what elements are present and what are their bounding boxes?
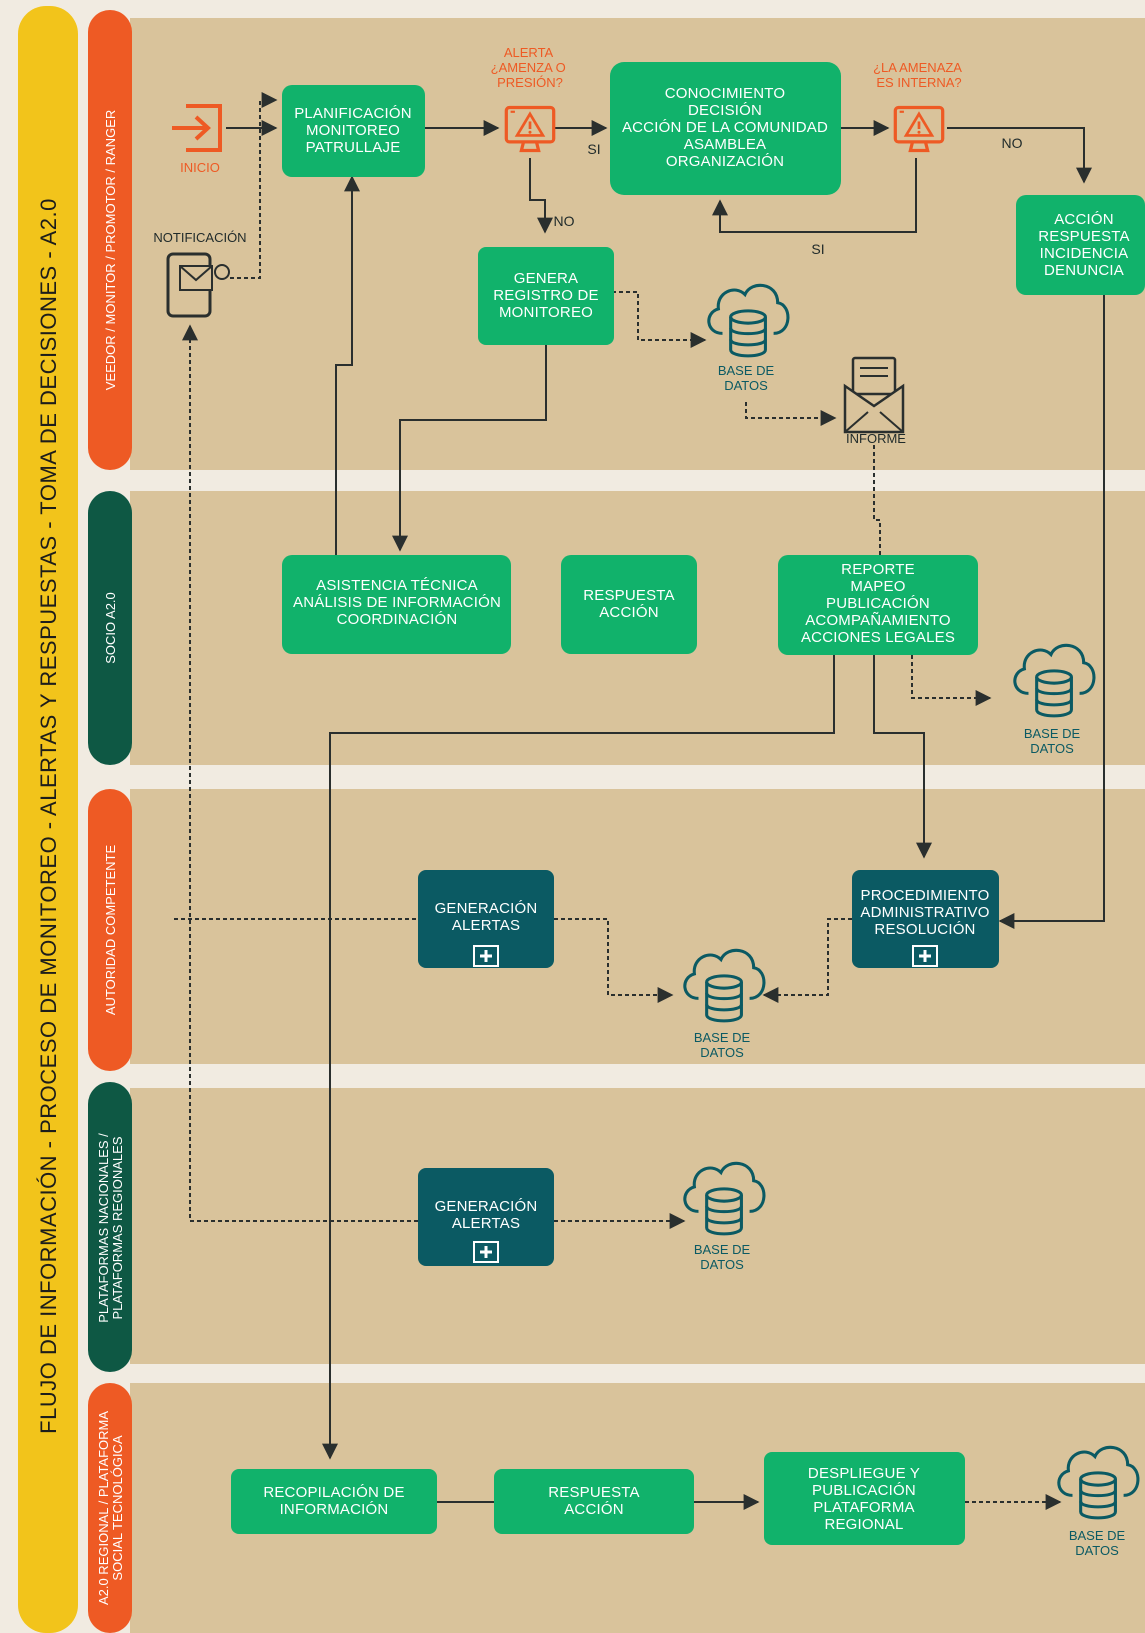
edge-informe-reporte — [873, 445, 881, 555]
edge-plataformas-notificacion — [182, 324, 418, 1222]
lane-pill-plataformas — [88, 1082, 132, 1372]
lane-bg-plataformas — [130, 1088, 1145, 1364]
edge-db-informe — [745, 402, 837, 426]
edge-alerta-genera — [529, 158, 553, 234]
label-si-1: SI — [587, 141, 600, 157]
lane-label-veedor: VEEDOR / MONITOR / PROMOTOR / RANGER — [103, 110, 118, 391]
lane-pill-regional — [88, 1383, 132, 1633]
label-no-1: NO — [554, 213, 575, 229]
login-arrow-icon — [172, 104, 222, 152]
lane-pill-autoridad — [88, 789, 132, 1071]
label-si-2: SI — [811, 241, 824, 257]
edge-amenaza-no — [947, 127, 1092, 184]
edge-generacion-db — [554, 918, 674, 1003]
lane-label-autoridad: AUTORIDAD COMPETENTE — [103, 845, 118, 1016]
lane-pill-veedor — [88, 10, 132, 470]
edge-accion-procedimiento — [998, 295, 1105, 929]
decision-1-label: ALERTA ¿AMENZA O PRESIÓN? — [491, 45, 570, 90]
edge-notificacion-planificacion — [230, 92, 278, 279]
edge-genera-asistencia — [392, 345, 547, 552]
informe-label: INFORME — [846, 431, 906, 446]
title-band — [18, 6, 78, 1633]
phone-notification-icon — [166, 252, 230, 318]
inicio-label: INICIO — [180, 160, 220, 175]
lane-label-plataformas: PLATAFORMAS NACIONALES /PLATAFORMAS REGI… — [96, 1133, 125, 1323]
edge-genera-db — [612, 291, 707, 348]
edge-reporte-db — [911, 655, 992, 706]
lane-pill-socio — [88, 491, 132, 765]
decision-2-label: ¿LA AMENAZA ES INTERNA? — [873, 60, 965, 90]
page-title: FLUJO DE INFORMACIÓN - PROCESO DE MONITO… — [36, 198, 61, 1434]
lane-label-socio: SOCIO A2.0 — [103, 592, 118, 664]
mail-report-icon — [843, 356, 905, 434]
notificacion-label: NOTIFICACIÓN — [153, 230, 246, 245]
label-no-2: NO — [1002, 135, 1023, 151]
edge-reporte-procedimiento — [873, 655, 932, 859]
edge-reporte-recopilacion — [322, 655, 835, 1460]
edge-asistencia-planificacion — [335, 175, 360, 555]
edge-amenaza-si — [712, 158, 917, 233]
lane-label-regional: A2.0 REGIONAL / PLATAFORMASOCIAL TECNOLÓ… — [96, 1411, 125, 1605]
